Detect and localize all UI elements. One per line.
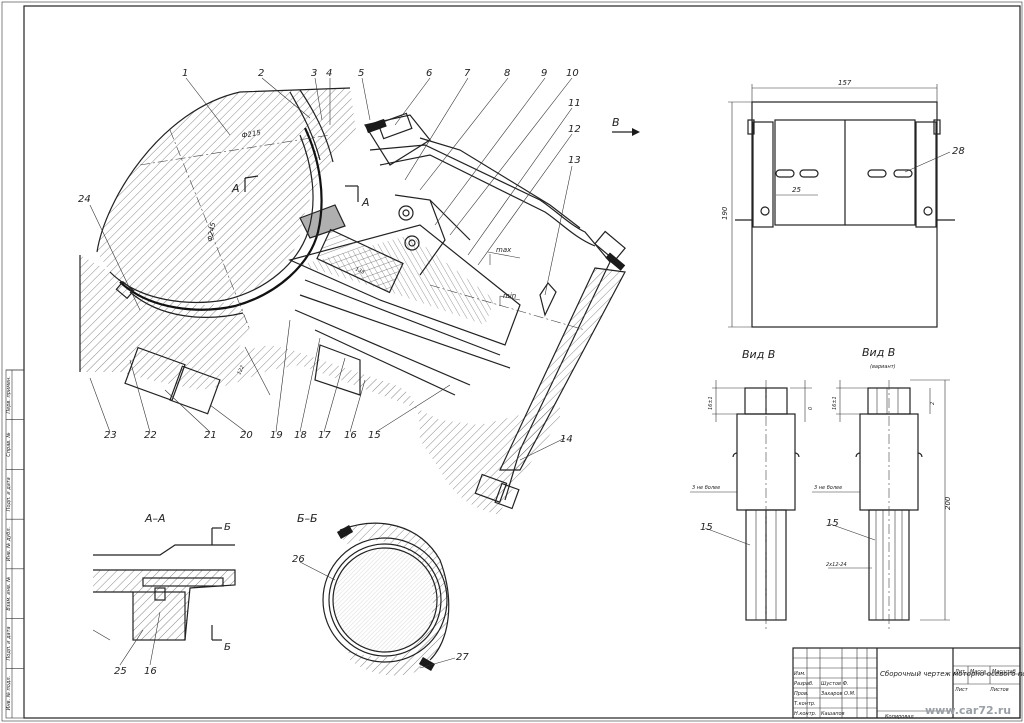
dim-phi245: Ф245 [206, 221, 217, 242]
dim-190: 190 [721, 206, 729, 220]
view-arrow-label: В [612, 116, 620, 129]
dim-max: max [496, 246, 512, 254]
view-v2-title: Вид В [862, 346, 895, 359]
view-v-title: Вид В [742, 348, 775, 361]
callout-12: 12 [568, 124, 581, 135]
dim-135: 135 [354, 266, 365, 275]
section-aa: А–А Б Б 25 16 [92, 512, 236, 677]
row-sheet: Лист [954, 687, 969, 693]
tb-n1: Шустов Ф. [821, 681, 848, 687]
dim-gap-1: 3 не более [692, 485, 720, 491]
tb-r4: Т.контр. [794, 701, 816, 707]
view-v2-subtitle: (вариант) [870, 364, 896, 370]
callout-17: 17 [318, 430, 331, 441]
tb-n2: Захаров О.М. [821, 691, 856, 697]
row-sheets: Листов [989, 687, 1009, 693]
section-bb: Б–Б 26 27 [292, 512, 469, 676]
callout-11: 11 [568, 98, 581, 109]
callout-25: 25 [114, 666, 127, 677]
callout-27: 27 [456, 652, 469, 663]
callout-10: 10 [566, 68, 579, 79]
callout-15: 15 [368, 430, 381, 441]
top-view: 157 190 25 28 [721, 79, 965, 328]
main-section-view [79, 87, 640, 515]
section-aa-title: А–А [144, 512, 166, 525]
strip-label: Инв. № дубл. [6, 527, 12, 561]
callout-15-a: 15 [700, 522, 713, 533]
tb-r1: Изм. [794, 671, 806, 677]
callout-8: 8 [504, 68, 510, 79]
tb-format: Копировал [885, 714, 914, 720]
section-mark-a1: А [231, 182, 240, 195]
section-mark-a2: А [361, 196, 370, 209]
dim-min: min [503, 292, 516, 300]
title-text: Сборочный чертеж моторно-осевого подшипн… [880, 670, 1024, 678]
callout-26: 26 [292, 554, 305, 565]
tb-n3: Кашапов [821, 711, 845, 717]
callout-20: 20 [240, 430, 253, 441]
sheet-frame [23, 5, 1021, 719]
callout-28: 28 [952, 146, 965, 157]
dim-25: 25 [792, 186, 801, 194]
main-dims: Ф215 Ф245 135 122 max min А А В [206, 116, 619, 376]
col-lit: Лит. [954, 669, 967, 675]
dim-16-a: 16±1 [708, 396, 714, 410]
strip-label: Инв. № подл. [6, 676, 12, 711]
dim-200: 200 [944, 496, 952, 510]
title-block: Сборочный чертеж моторно-осевого подшипн… [792, 647, 1024, 720]
callout-19: 19 [270, 430, 283, 441]
section-mark-b1: Б [224, 522, 231, 533]
dim-0: 0 [808, 407, 814, 410]
section-bb-title: Б–Б [297, 512, 318, 525]
strip-label: Перв. примен. [6, 376, 12, 414]
watermark: www.car72.ru [925, 704, 1011, 717]
callout-13: 13 [568, 155, 581, 166]
strip-label: Подп. и дата [6, 477, 12, 511]
col-scale: Масштаб [992, 669, 1016, 675]
dim-157: 157 [838, 79, 852, 87]
section-mark-b2: Б [224, 642, 231, 653]
callout-15-b: 15 [826, 518, 839, 529]
callout-16: 16 [344, 430, 357, 441]
callout-2: 2 [258, 68, 264, 79]
dim-phi215: Ф215 [241, 129, 262, 140]
callout-4: 4 [326, 68, 332, 79]
strip-label: Подп. и дата [6, 626, 12, 660]
view-v: Вид В Вид В (вариант) 16±1 0 3 не более … [690, 346, 952, 630]
callout-23: 23 [104, 430, 117, 441]
dim-16-b: 16±1 [832, 396, 838, 410]
callout-7: 7 [464, 68, 471, 79]
callout-14: 14 [560, 434, 573, 445]
callout-22: 22 [144, 430, 157, 441]
callout-16-aa: 16 [144, 666, 157, 677]
callouts-main: 1 2 3 4 5 6 7 8 9 10 11 12 13 14 15 16 1… [78, 68, 581, 445]
col-mass: Масса [970, 669, 986, 675]
callout-6: 6 [426, 68, 432, 79]
callout-5: 5 [358, 68, 364, 79]
dim-size: 2х12-24 [826, 562, 847, 568]
callout-1: 1 [182, 68, 188, 79]
callout-9: 9 [541, 68, 547, 79]
tb-r5: Н.контр. [794, 711, 816, 717]
strip-label: Взам. инв. № [6, 577, 12, 611]
leaders-top [89, 77, 573, 461]
dim-2: 2 [930, 402, 936, 405]
strip-label: Справ. № [6, 432, 12, 456]
callout-18: 18 [294, 430, 307, 441]
tb-r2: Разраб. [794, 681, 814, 687]
callout-3: 3 [311, 68, 317, 79]
dim-gap-2: 3 не более [814, 485, 842, 491]
callout-24: 24 [78, 194, 91, 205]
callout-21: 21 [204, 430, 217, 441]
tb-r3: Пров. [794, 691, 809, 697]
dim-122: 122 [236, 365, 245, 376]
